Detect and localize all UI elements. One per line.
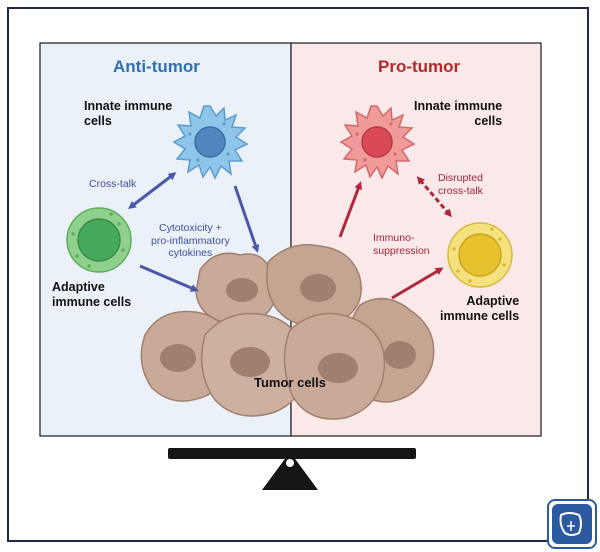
innate-cells-label-anti: Innate immune cells: [84, 99, 173, 128]
cross-talk-label: Cross-talk: [89, 178, 137, 190]
tumor-to-adaptive-arrow-pro: [391, 267, 444, 300]
adaptive-to-tumor-arrow-anti: [139, 264, 199, 292]
innate-cell-pro-icon: [339, 105, 416, 180]
adaptive-cell-pro-icon: [447, 222, 513, 288]
anti-tumor-title: Anti-tumor: [113, 57, 200, 76]
immunosuppression-label: Immuno- suppression: [373, 232, 430, 257]
journal-logo-icon: [547, 499, 597, 549]
innate-to-tumor-arrow-anti: [233, 185, 260, 253]
disrupted-cross-talk-label: Disrupted cross-talk: [438, 172, 483, 197]
cytotoxicity-label: Cytotoxicity + pro-inflammatory cytokine…: [151, 222, 230, 259]
pro-tumor-title: Pro-tumor: [378, 57, 461, 76]
adaptive-cells-label-pro: Adaptive immune cells: [440, 294, 520, 323]
innate-cells-label-pro: Innate immune cells: [414, 99, 503, 128]
tumor-cells-label: Tumor cells: [254, 375, 327, 390]
adaptive-cells-label-anti: Adaptive immune cells: [52, 280, 132, 309]
innate-cell-anti-icon: [172, 105, 249, 180]
seesaw-icon: [168, 448, 416, 490]
cross-talk-arrow: [128, 172, 177, 210]
adaptive-cell-anti-icon: [66, 207, 132, 273]
tumor-to-innate-arrow-pro: [338, 181, 362, 238]
tumor-cell-cluster-icon: [140, 244, 435, 420]
